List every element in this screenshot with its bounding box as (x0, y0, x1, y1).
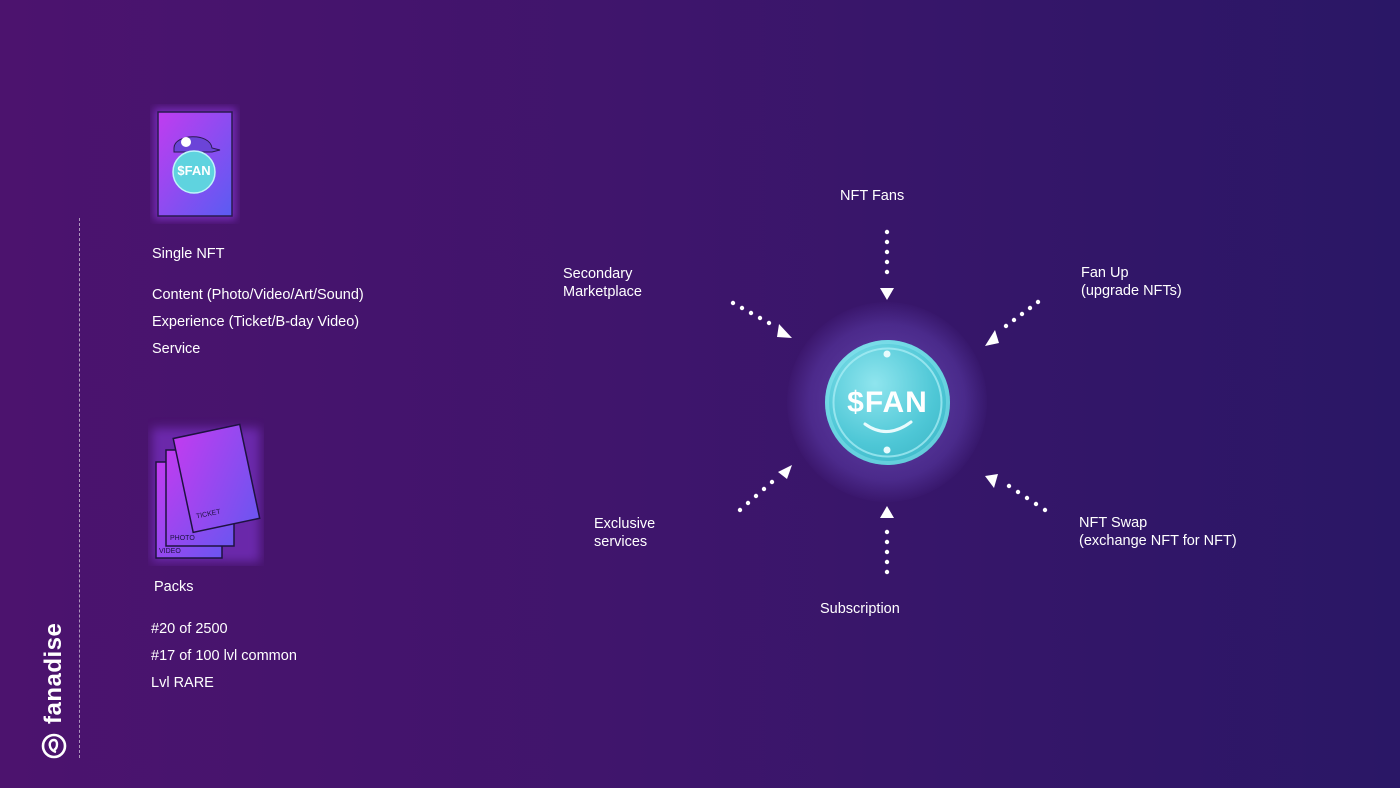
single-nft-item-experience: Experience (Ticket/B-day Video) (152, 314, 360, 330)
single-nft-card-label: $FAN (177, 163, 211, 178)
label-exclusive-services: Exclusive services (594, 516, 656, 550)
packs-item-level-rare: Lvl RARE (151, 675, 214, 691)
arrow-from-fan-up (985, 299, 1041, 346)
vertical-divider (79, 218, 80, 758)
arrow-from-nft-fans (880, 229, 894, 300)
packs-title: Packs (154, 579, 194, 595)
arrow-from-exclusive-services (737, 465, 792, 513)
label-fan-up: Fan Up (upgrade NFTs) (1081, 265, 1182, 299)
fanadise-logo-icon (41, 733, 67, 759)
packs-item-level-common: #17 of 100 lvl common (151, 648, 297, 664)
single-nft-item-content: Content (Photo/Video/Art/Sound) (152, 287, 364, 303)
arrow-from-subscription (880, 506, 894, 575)
pack-card-label-video: VIDEO (159, 548, 181, 555)
brand-logo: fanadise (40, 623, 68, 760)
label-subscription: Subscription (820, 601, 900, 617)
packs-cards: TICKET PHOTO VIDEO (148, 416, 264, 566)
coin-label: $FAN (847, 385, 928, 419)
arrow-from-secondary-marketplace (730, 300, 792, 338)
pack-card-label-photo: PHOTO (170, 535, 195, 542)
label-nft-swap: NFT Swap (exchange NFT for NFT) (1079, 515, 1237, 549)
packs-item-edition: #20 of 2500 (151, 621, 228, 637)
arrow-from-nft-swap (985, 474, 1048, 513)
label-nft-fans: NFT Fans (840, 188, 905, 204)
single-nft-title: Single NFT (152, 246, 225, 262)
single-nft-card: $FAN (150, 104, 240, 224)
single-nft-item-service: Service (152, 341, 201, 357)
label-secondary-marketplace: Secondary Marketplace (563, 266, 642, 300)
fan-coin: $FAN (825, 340, 950, 465)
